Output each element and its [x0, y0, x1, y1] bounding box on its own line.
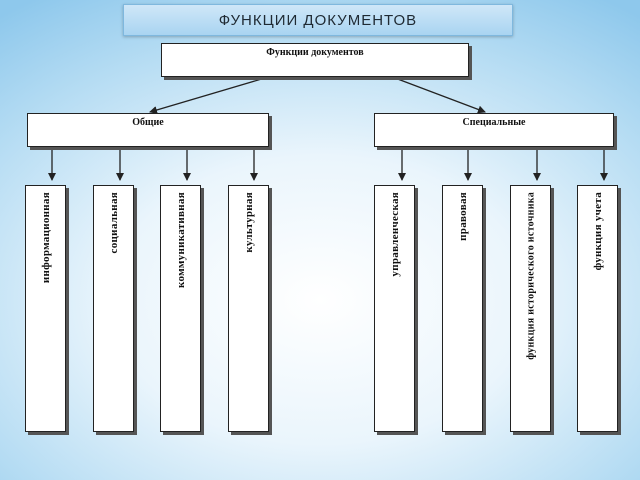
leaf-node-label: правовая: [456, 192, 469, 241]
leaf-node-label: культурная: [242, 192, 255, 253]
connector-root-general: [149, 77, 266, 114]
root-node-label: Функции документов: [266, 47, 364, 58]
leaf-node-social: социальная: [93, 185, 134, 432]
leaf-node-legal: правовая: [442, 185, 483, 432]
leaf-node-historical-source: функция исторического источника: [510, 185, 551, 432]
leaf-node-informational: информационная: [25, 185, 66, 432]
leaf-node-managerial: управленческая: [374, 185, 415, 432]
leaf-node-communicative: коммуникативная: [160, 185, 201, 432]
leaf-node-accounting: функция учета: [577, 185, 618, 432]
group-node-general-label: Общие: [132, 117, 164, 128]
leaf-node-label: управленческая: [388, 192, 401, 277]
connector-root-special: [394, 77, 486, 114]
root-node: Функции документов: [161, 43, 469, 77]
leaf-node-label: информационная: [39, 192, 52, 284]
leaf-node-label: функция учета: [591, 192, 604, 271]
slide-title: ФУНКЦИИ ДОКУМЕНТОВ: [123, 4, 513, 36]
leaf-node-label: коммуникативная: [174, 192, 187, 289]
group-node-special-label: Специальные: [462, 117, 526, 128]
leaf-node-label: функция исторического источника: [525, 192, 536, 360]
leaf-node-cultural: культурная: [228, 185, 269, 432]
group-node-special: Специальные: [374, 113, 614, 147]
leaf-node-label: социальная: [107, 192, 120, 254]
group-node-general: Общие: [27, 113, 269, 147]
